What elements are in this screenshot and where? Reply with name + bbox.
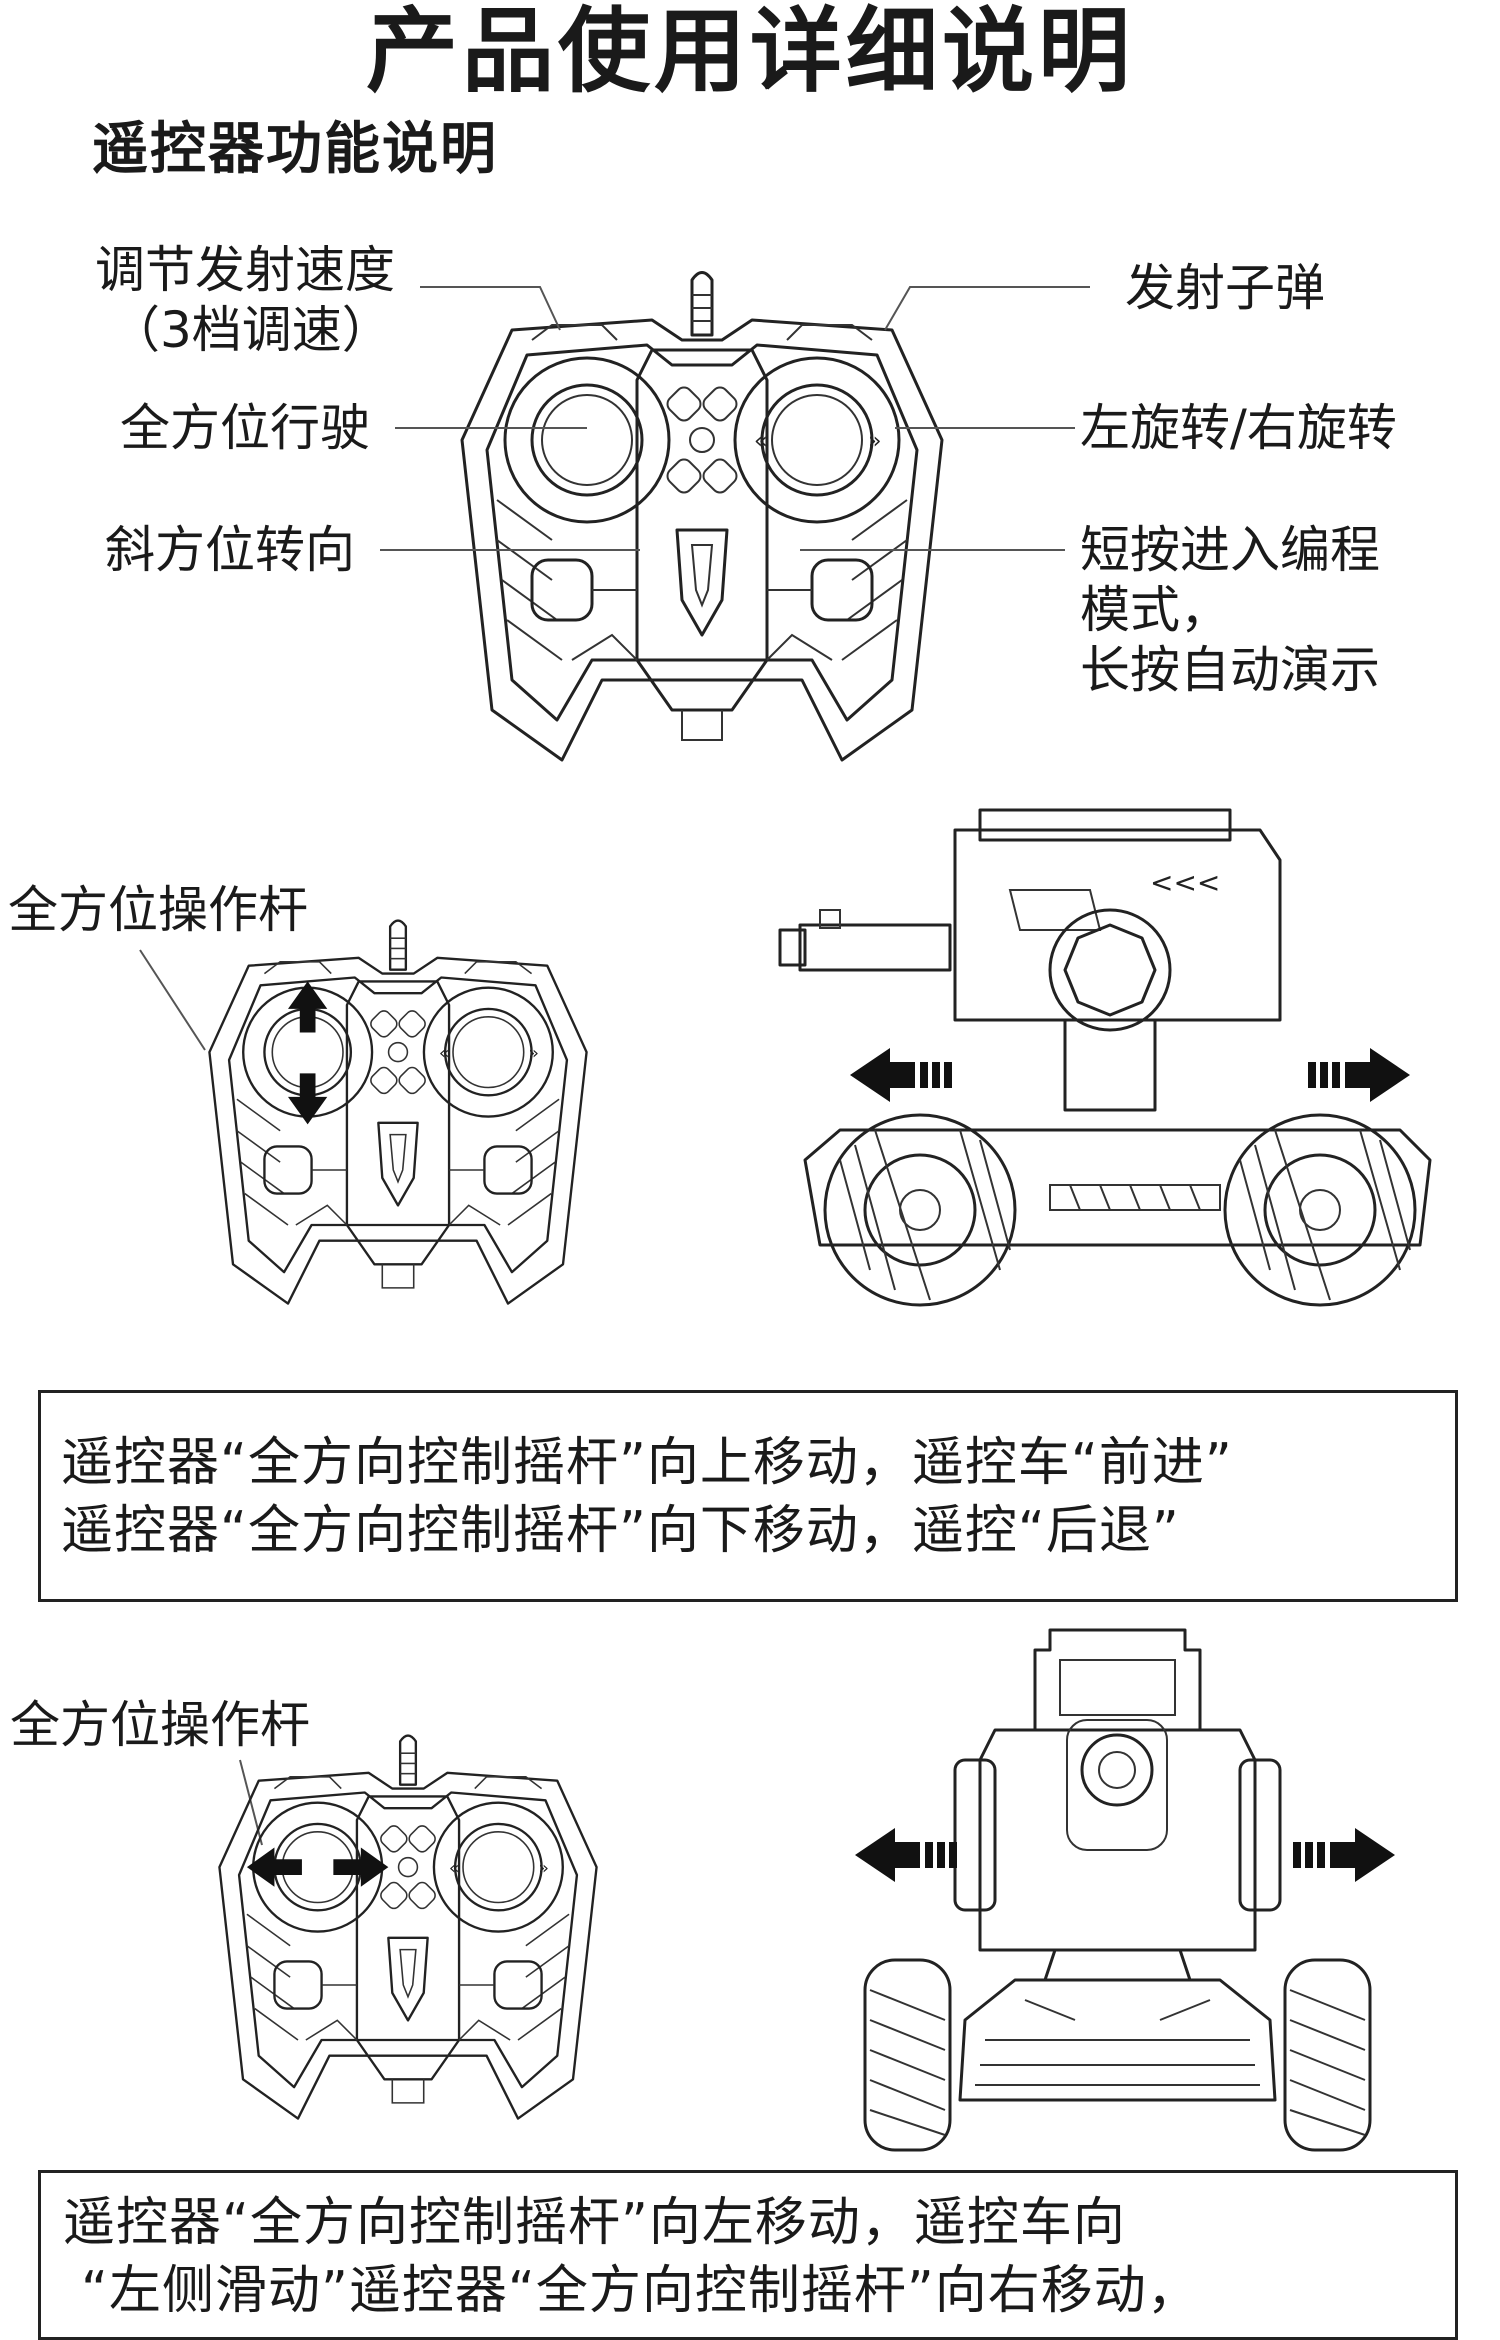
caption-slide-line2: “左侧滑动”遥控器“全方向控制摇杆”向右移动， <box>81 2261 1200 2321</box>
label-diagonal: 斜方位转向 <box>105 521 355 579</box>
page-title: 产品使用详细说明 <box>365 0 1134 105</box>
tank-front-view <box>855 1628 1395 2152</box>
tank-side-view: <<< <box>778 808 1432 1307</box>
label-fire: 发射子弹 <box>1125 259 1325 317</box>
caption-forward-line2: 遥控器“全方向控制摇杆”向下移动，遥控“后退” <box>61 1501 1180 1561</box>
label-program-1: 短按进入编程 <box>1080 521 1380 579</box>
label-speed-levels: （3档调速） <box>110 301 392 359</box>
label-omni-drive: 全方位行驶 <box>120 399 370 457</box>
leader-lines <box>380 286 1090 551</box>
stick-label-slide: 全方位操作杆 <box>10 1696 310 1754</box>
caption-box-slide: 遥控器“全方向控制摇杆”向左移动，遥控车向 “左侧滑动”遥控器“全方向控制摇杆”… <box>38 2170 1458 2340</box>
caption-box-forward: 遥控器“全方向控制摇杆”向上移动，遥控车“前进” 遥控器“全方向控制摇杆”向下移… <box>38 1390 1458 1602</box>
label-speed-adjust: 调节发射速度 <box>95 241 395 299</box>
caption-forward-line1: 遥控器“全方向控制摇杆”向上移动，遥控车“前进” <box>61 1433 1233 1493</box>
label-program-3: 长按自动演示 <box>1080 641 1380 699</box>
caption-slide-line1: 遥控器“全方向控制摇杆”向左移动，遥控车向 <box>63 2193 1126 2253</box>
svg-text:<<<: <<< <box>1150 866 1220 899</box>
stick-label-forward: 全方位操作杆 <box>8 881 308 939</box>
section-heading: 遥控器功能说明 <box>92 117 498 182</box>
leader-line-slide <box>239 1759 263 1846</box>
label-rotate: 左旋转/右旋转 <box>1080 399 1397 457</box>
label-program-2: 模式， <box>1080 581 1230 639</box>
controller-forward <box>208 919 588 1305</box>
controller-slide <box>218 1734 598 2120</box>
leader-line-forward <box>139 949 206 1051</box>
